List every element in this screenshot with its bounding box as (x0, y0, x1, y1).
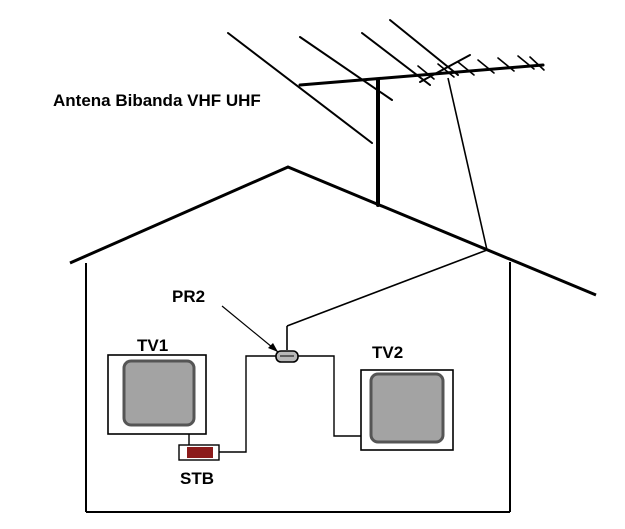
splitter-label: PR2 (172, 287, 205, 306)
antenna (227, 19, 545, 207)
antenna-uhf-element (477, 59, 495, 74)
tv1-screen (122, 359, 196, 427)
antenna-uhf-element (437, 63, 455, 78)
splitter-pr2 (275, 350, 299, 363)
splitter-leader-line (221, 305, 279, 353)
antenna-uhf-element (529, 56, 545, 71)
house (69, 165, 597, 513)
antenna-vhf-element (389, 19, 459, 76)
tv1-label: TV1 (137, 336, 168, 355)
tv1 (107, 354, 207, 435)
antenna-boom (298, 63, 545, 87)
antenna-vhf-element (227, 32, 373, 144)
tv2 (360, 369, 454, 451)
stb (178, 444, 220, 461)
cable-antenna-downlead (447, 77, 488, 251)
cable-splitter-to-stb (219, 355, 276, 453)
tv2-screen (369, 372, 445, 444)
antenna-uhf-element (517, 55, 535, 70)
cable-splitter-to-tv2 (298, 355, 370, 437)
splitter-leader-arrowhead (268, 343, 278, 352)
antenna-vhf-element (361, 32, 431, 86)
stb-label: STB (180, 469, 214, 488)
antenna-uhf-reflector (419, 54, 471, 83)
stb-body (187, 447, 213, 458)
antenna-label: Antena Bibanda VHF UHF (53, 91, 261, 110)
antenna-uhf-element (457, 61, 475, 76)
tv2-label: TV2 (372, 343, 403, 362)
antenna-uhf-element (497, 57, 515, 72)
cable-to-splitter (286, 249, 488, 327)
house-roof (69, 165, 597, 297)
